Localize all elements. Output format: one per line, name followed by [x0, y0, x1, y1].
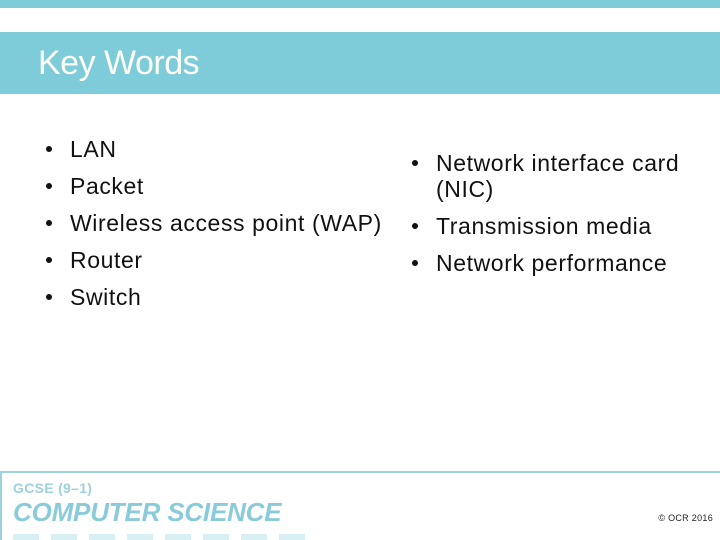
bottom-clipped-text-decoration: [13, 534, 313, 540]
list-item-text: LAN: [70, 136, 117, 162]
list-item-text: Wireless access point (WAP): [70, 210, 382, 236]
list-item: Network interface card (NIC): [409, 150, 681, 202]
list-item-text: Packet: [70, 173, 144, 199]
bullet-icon: [46, 294, 52, 300]
bullet-icon: [412, 260, 418, 266]
list-item: Router: [43, 247, 418, 273]
brand-logo: GCSE (9–1) COMPUTER SCIENCE: [13, 480, 282, 528]
title-band: Key Words: [0, 32, 720, 94]
list-item-text: Transmission media: [436, 213, 652, 239]
list-item: Network performance: [409, 250, 681, 276]
list-item-text: Switch: [70, 284, 142, 310]
footer-left-accent: [0, 471, 2, 540]
keyword-list-right: Network interface card (NIC) Transmissio…: [409, 150, 681, 287]
list-item: Packet: [43, 173, 418, 199]
bullet-icon: [46, 146, 52, 152]
list-item: Switch: [43, 284, 418, 310]
copyright-notice: © OCR 2016: [658, 513, 713, 523]
list-item: LAN: [43, 136, 418, 162]
keyword-list-left: LAN Packet Wireless access point (WAP) R…: [43, 136, 418, 321]
bullet-icon: [412, 160, 418, 166]
bullet-icon: [46, 257, 52, 263]
list-item: Transmission media: [409, 213, 681, 239]
brand-subject-label: COMPUTER SCIENCE: [13, 497, 282, 527]
list-item: Wireless access point (WAP): [43, 210, 418, 236]
bullet-icon: [46, 183, 52, 189]
brand-qualification-label: GCSE (9–1): [13, 480, 93, 496]
slide-title: Key Words: [38, 44, 200, 82]
top-accent-strip: [0, 0, 720, 8]
bullet-icon: [46, 220, 52, 226]
list-item-text: Network interface card (NIC): [436, 150, 680, 202]
bullet-icon: [412, 223, 418, 229]
list-item-text: Network performance: [436, 250, 668, 276]
list-item-text: Router: [70, 247, 143, 273]
footer-divider: [0, 471, 720, 473]
